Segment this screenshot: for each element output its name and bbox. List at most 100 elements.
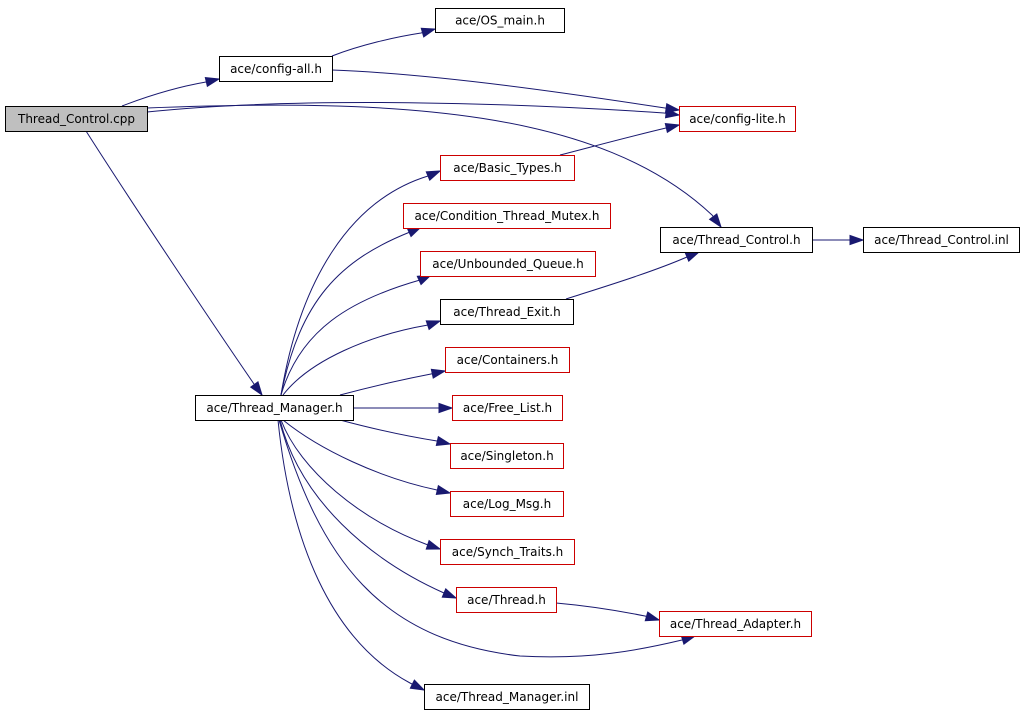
node-box — [435, 8, 565, 33]
edge-line — [331, 69, 680, 111]
node-label: ace/Singleton.h — [460, 449, 553, 463]
edge-arrowhead — [684, 251, 701, 262]
edge-line — [559, 124, 680, 156]
node-box — [403, 203, 611, 229]
edge-basic-types-to-config-lite — [559, 122, 681, 156]
node-thread-manager[interactable]: ace/Thread_Manager.h — [195, 395, 354, 421]
node-box — [452, 395, 563, 421]
node-thread-h[interactable]: ace/Thread.h — [456, 587, 557, 613]
node-unbounded-queue[interactable]: ace/Unbounded_Queue.h — [420, 251, 596, 277]
node-label: ace/Thread_Control.h — [672, 233, 800, 247]
edge-line — [339, 419, 451, 445]
node-label: ace/Free_List.h — [463, 401, 552, 415]
node-box — [679, 106, 796, 132]
node-box — [450, 491, 564, 517]
edge-thread-manager-to-basic-types — [280, 170, 442, 396]
edge-thread-manager-to-thread-h — [279, 419, 458, 599]
edge-thread-manager-to-condition-thread-mutex — [280, 226, 423, 396]
edge-thread-manager-to-log-msg — [282, 419, 452, 496]
edge-line — [278, 419, 696, 658]
edge-config-all-to-os-main — [331, 27, 437, 57]
node-thread-control-cpp: Thread_Control.cpp — [5, 106, 148, 132]
node-config-lite[interactable]: ace/config-lite.h — [679, 106, 796, 132]
edge-arrowhead — [420, 27, 437, 38]
node-box — [445, 347, 570, 373]
node-box — [659, 611, 812, 637]
edge-arrowhead — [644, 611, 661, 622]
edge-line — [282, 320, 441, 396]
edge-config-all-to-config-lite — [331, 69, 681, 114]
node-box — [440, 299, 574, 325]
edge-line — [282, 419, 451, 494]
node-box — [456, 587, 557, 613]
node-label: ace/Condition_Thread_Mutex.h — [415, 209, 600, 223]
node-containers[interactable]: ace/Containers.h — [445, 347, 570, 373]
edge-arrowhead — [430, 368, 447, 379]
edge-thread-control-cpp-to-thread-manager — [85, 130, 263, 397]
node-box — [863, 227, 1020, 253]
node-box — [424, 684, 590, 710]
edge-arrowhead — [425, 320, 442, 331]
edge-arrowhead — [425, 539, 442, 550]
edge-arrowhead — [435, 435, 452, 447]
edge-line — [279, 419, 457, 599]
edge-line — [280, 274, 432, 396]
edge-line — [555, 602, 660, 621]
node-os-main[interactable]: ace/OS_main.h — [435, 8, 565, 33]
edge-arrowhead — [249, 381, 263, 397]
edge-line — [331, 28, 436, 57]
node-thread-adapter[interactable]: ace/Thread_Adapter.h — [659, 611, 812, 637]
node-label: ace/Basic_Types.h — [453, 161, 561, 175]
edge-arrowhead — [409, 679, 426, 691]
node-thread-control-h[interactable]: ace/Thread_Control.h — [660, 227, 813, 253]
edge-thread-control-cpp-to-config-all — [121, 76, 221, 107]
node-box — [440, 539, 575, 565]
edge-thread-manager-to-thread-adapter — [278, 419, 697, 658]
edge-arrowhead — [435, 484, 452, 496]
edge-thread-manager-to-singleton — [339, 419, 452, 447]
node-thread-control-inl[interactable]: ace/Thread_Control.inl — [863, 227, 1020, 253]
edge-line — [280, 226, 422, 396]
edge-arrowhead — [441, 588, 458, 599]
edge-arrowhead — [664, 122, 681, 134]
node-box — [219, 56, 333, 82]
edge-arrowhead — [425, 170, 442, 181]
node-label: ace/Thread_Adapter.h — [670, 617, 801, 631]
edge-line — [565, 251, 700, 300]
edge-arrowhead — [204, 76, 221, 88]
node-box — [195, 395, 354, 421]
edge-thread-h-to-thread-adapter — [555, 602, 661, 622]
node-free-list[interactable]: ace/Free_List.h — [452, 395, 563, 421]
node-label: ace/Log_Msg.h — [463, 497, 551, 511]
node-log-msg[interactable]: ace/Log_Msg.h — [450, 491, 564, 517]
node-label: ace/config-all.h — [230, 62, 322, 76]
node-basic-types[interactable]: ace/Basic_Types.h — [440, 155, 575, 181]
edge-line — [280, 419, 441, 550]
node-thread-manager-inl[interactable]: ace/Thread_Manager.inl — [424, 684, 590, 710]
node-singleton[interactable]: ace/Singleton.h — [450, 443, 564, 469]
edge-thread-manager-to-free-list — [353, 402, 454, 414]
node-condition-thread-mutex[interactable]: ace/Condition_Thread_Mutex.h — [403, 203, 611, 229]
edge-line — [121, 78, 220, 107]
node-label: ace/Thread_Exit.h — [453, 305, 560, 319]
edge-arrowhead — [708, 213, 722, 229]
node-box — [5, 106, 148, 132]
node-label: ace/OS_main.h — [455, 14, 545, 28]
node-synch-traits[interactable]: ace/Synch_Traits.h — [440, 539, 575, 565]
node-thread-exit[interactable]: ace/Thread_Exit.h — [440, 299, 574, 325]
edge-thread-control-h-to-thread-control-inl — [812, 234, 865, 246]
edge-arrowhead — [438, 402, 454, 414]
edge-line — [277, 419, 425, 691]
node-label: Thread_Control.cpp — [17, 112, 135, 126]
edges-layer — [85, 27, 865, 691]
edge-line — [339, 370, 446, 396]
edge-line — [85, 130, 263, 396]
node-config-all[interactable]: ace/config-all.h — [219, 56, 333, 82]
node-box — [440, 155, 575, 181]
edge-arrowhead — [664, 102, 681, 114]
node-label: ace/Thread_Control.inl — [874, 233, 1009, 247]
edge-arrowhead — [849, 234, 865, 246]
node-box — [450, 443, 564, 469]
edge-thread-manager-to-unbounded-queue — [280, 274, 433, 396]
node-box — [420, 251, 596, 277]
